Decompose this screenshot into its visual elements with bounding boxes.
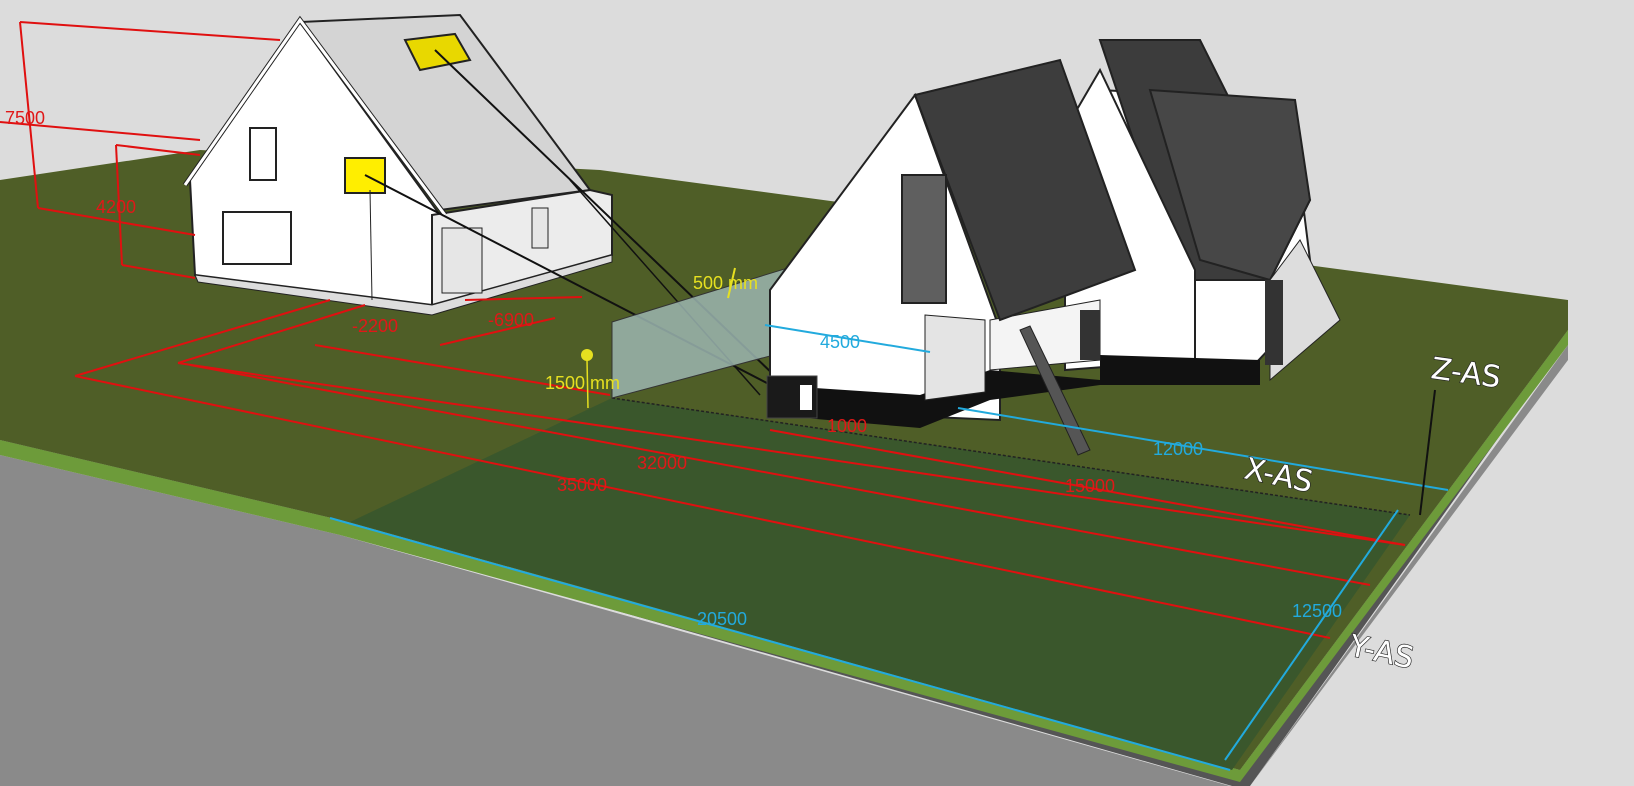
dim-label-fence-top: 500 mm	[693, 273, 758, 293]
dim-label-12000: 12000	[1153, 439, 1203, 459]
dim-label-6900: -6900	[488, 310, 534, 330]
dim-label-4500: 4500	[820, 332, 860, 352]
dim-label-32000: 32000	[637, 453, 687, 473]
axis-label-y: Y-AS	[1345, 628, 1416, 676]
support-post	[1019, 325, 1091, 456]
dim-label-fence-height: 1500 mm	[545, 373, 620, 393]
dim-label-4200: 4200	[96, 197, 136, 217]
neighbour-house[interactable]	[182, 13, 613, 316]
lawn-area[interactable]	[350, 398, 1410, 770]
main-house[interactable]	[769, 39, 1341, 456]
red-dimensions	[0, 21, 1406, 639]
dim-label-2200: -2200	[352, 316, 398, 336]
fence-height-marker-icon	[581, 349, 593, 361]
dim-label-20500: 20500	[697, 609, 747, 629]
dim-label-15000: 15000	[1065, 476, 1115, 496]
dim-label-12500: 12500	[1292, 601, 1342, 621]
blue-dimensions	[329, 324, 1449, 771]
dim-label-1000: 1000	[827, 416, 867, 436]
ground-base	[0, 345, 1568, 786]
dim-label-7500: 7500	[5, 108, 45, 128]
dim-label-35000: 35000	[557, 475, 607, 495]
